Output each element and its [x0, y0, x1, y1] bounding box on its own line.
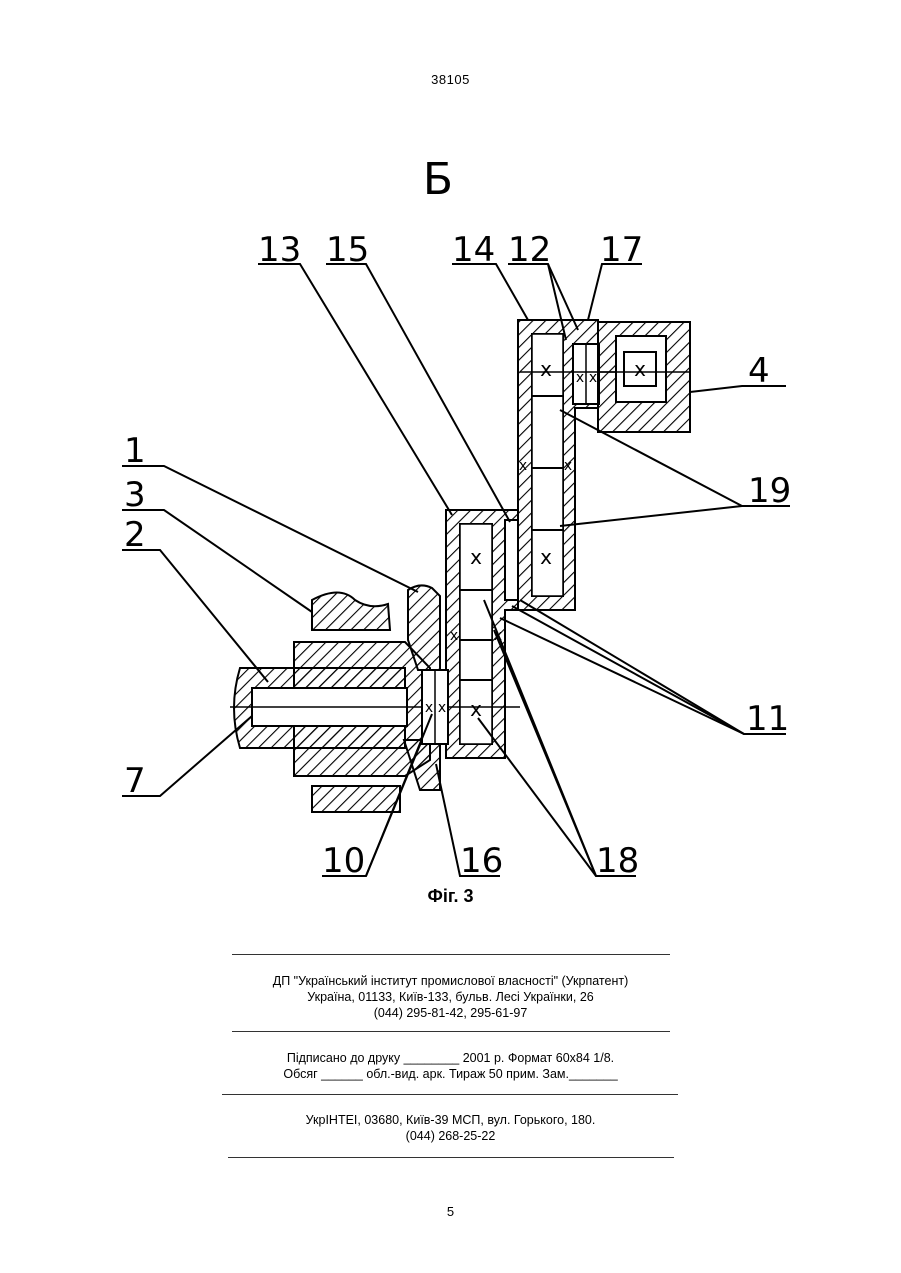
technical-drawing: Б x x x x x x x	[0, 150, 901, 890]
divider	[232, 1031, 670, 1032]
svg-text:x: x	[470, 545, 482, 569]
label-16: 16	[460, 841, 503, 881]
label-15: 15	[326, 230, 369, 270]
publisher-block: ДП "Український інститут промислової вла…	[0, 973, 901, 1021]
svg-text:x: x	[470, 697, 482, 721]
label-2: 2	[124, 515, 146, 555]
divider	[222, 1094, 678, 1095]
body-part-top	[312, 593, 390, 631]
printer-block: УкрІНТЕІ, 03680, Київ-39 МСП, вул. Горьк…	[0, 1112, 901, 1144]
publisher-name: ДП "Український інститут промислової вла…	[0, 973, 901, 989]
print-signed: Підписано до друку ________ 2001 р. Форм…	[0, 1050, 901, 1066]
label-3: 3	[124, 475, 146, 515]
motor-block: x	[598, 322, 690, 432]
body-part-bottom	[312, 786, 400, 812]
print-info-block: Підписано до друку ________ 2001 р. Форм…	[0, 1050, 901, 1082]
divider	[232, 954, 670, 955]
svg-text:x: x	[564, 458, 572, 474]
label-7: 7	[124, 761, 146, 801]
printer-phone: (044) 268-25-22	[0, 1128, 901, 1144]
document-number: 38105	[0, 72, 901, 87]
svg-text:x: x	[438, 700, 446, 716]
print-volume: Обсяг ______ обл.-вид. арк. Тираж 50 при…	[0, 1066, 901, 1082]
lower-bearing: x x	[422, 670, 448, 744]
svg-text:x: x	[634, 357, 646, 381]
figure-caption: Фіг. 3	[0, 886, 901, 907]
publisher-address: Україна, 01133, Київ-133, бульв. Лесі Ук…	[0, 989, 901, 1005]
label-18: 18	[596, 841, 639, 881]
printer-address: УкрІНТЕІ, 03680, Київ-39 МСП, вул. Горьк…	[0, 1112, 901, 1128]
section-letter: Б	[423, 154, 453, 205]
label-10: 10	[322, 841, 365, 881]
svg-text:x: x	[519, 458, 527, 474]
publisher-phone: (044) 295-81-42, 295-61-97	[0, 1005, 901, 1021]
label-17: 17	[600, 230, 643, 270]
label-1: 1	[124, 431, 146, 471]
label-14: 14	[452, 230, 495, 270]
label-4: 4	[748, 351, 770, 391]
svg-text:x: x	[540, 357, 552, 381]
label-13: 13	[258, 230, 301, 270]
label-19: 19	[748, 471, 791, 511]
label-11: 11	[746, 699, 789, 739]
page-number: 5	[0, 1204, 901, 1219]
svg-text:x: x	[540, 545, 552, 569]
divider	[228, 1157, 674, 1158]
label-12: 12	[508, 230, 551, 270]
svg-text:x: x	[450, 628, 458, 644]
svg-text:x: x	[425, 700, 433, 716]
